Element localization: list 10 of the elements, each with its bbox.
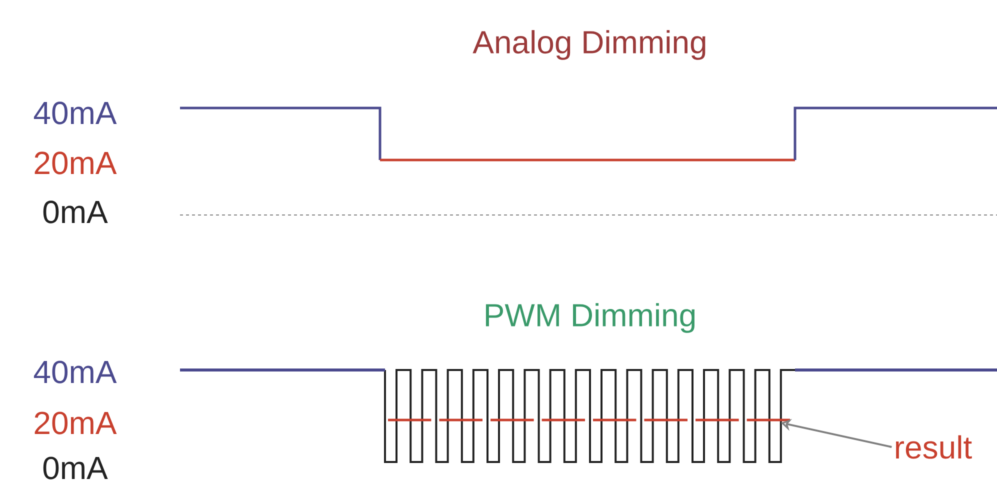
title: Analog Dimming <box>472 30 706 60</box>
axis-label: 20mA <box>34 412 117 434</box>
title: PWM Dimming <box>486 303 695 333</box>
axis-label: 20mA <box>34 152 117 174</box>
axis-label: 0mA <box>43 456 108 480</box>
axis-label: 0mA <box>43 200 108 224</box>
axis-label: 40mA <box>34 102 117 124</box>
axis-label: 40mA <box>34 360 117 384</box>
callout-text: result <box>896 435 972 459</box>
average-line-segment <box>746 418 790 422</box>
